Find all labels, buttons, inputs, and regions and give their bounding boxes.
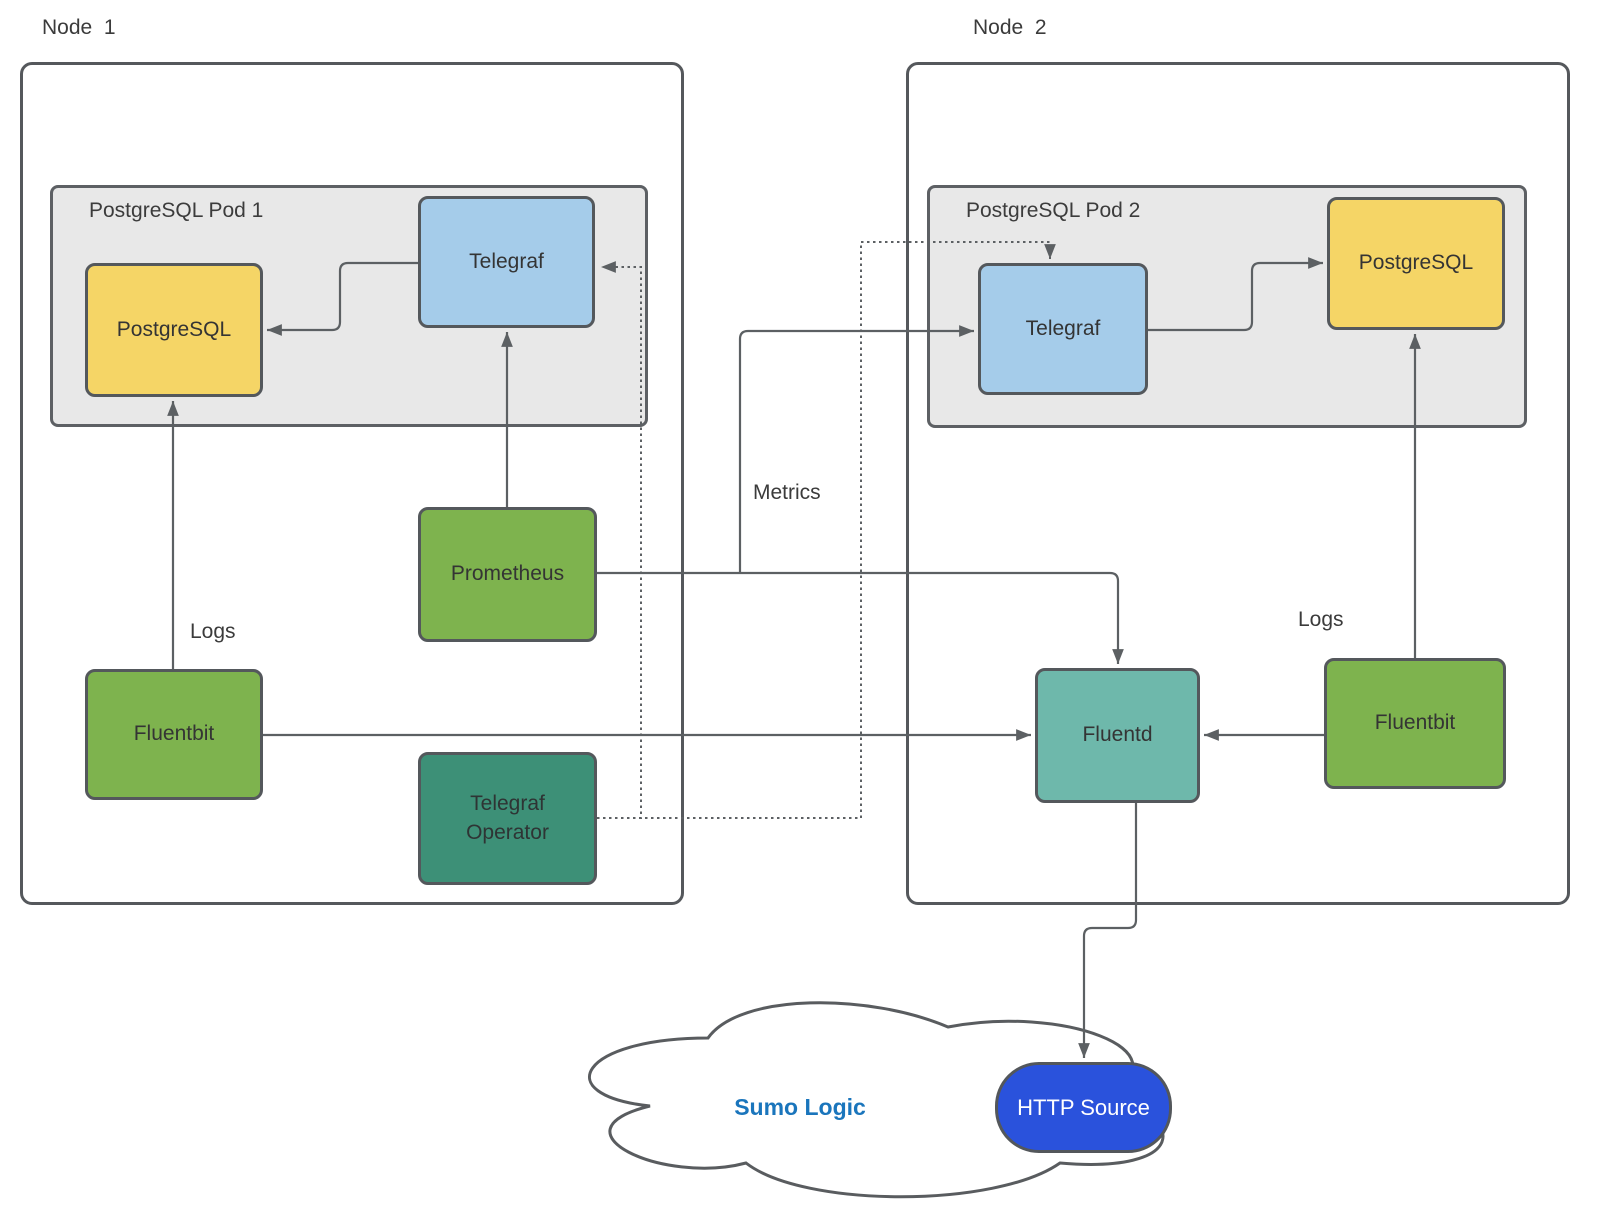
http-source-box-label: HTTP Source [1017,1094,1150,1120]
node2-label: Node 2 [973,16,1047,39]
fluentbit-node1-box: Fluentbit [85,669,263,800]
postgresql-pod1-box: PostgreSQL [85,263,263,397]
logs-label-node2: Logs [1298,608,1344,631]
prometheus-box-label: Prometheus [450,562,565,586]
fluentd-box-label: Fluentd [1082,723,1153,747]
postgresql-pod2-box-label: PostgreSQL [1358,251,1474,275]
telegraf-operator-box-label: Telegraf Operator [466,792,549,844]
telegraf-pod1-box: Telegraf [418,196,595,328]
postgresql-pod1-box-label: PostgreSQL [116,317,232,341]
fluentd-box: Fluentd [1035,668,1200,803]
pod1-title: PostgreSQL Pod 1 [89,199,264,222]
metrics-label: Metrics [753,481,821,504]
prometheus-box: Prometheus [418,507,597,642]
fluentbit-node1-box-label: Fluentbit [133,722,215,746]
sumo-logic-label: Sumo Logic [734,1094,866,1120]
node1-label: Node 1 [42,16,116,39]
fluentbit-node2-box-label: Fluentbit [1374,711,1456,735]
pod2-title: PostgreSQL Pod 2 [966,199,1141,222]
postgresql-pod2-box: PostgreSQL [1327,197,1505,330]
telegraf-pod2-box: Telegraf [978,263,1148,395]
telegraf-operator-box: Telegraf Operator [418,752,597,885]
telegraf-pod1-box-label: Telegraf [469,249,544,273]
logs-label-node1: Logs [190,620,236,643]
fluentbit-node2-box: Fluentbit [1324,658,1506,789]
telegraf-pod2-box-label: Telegraf [1025,316,1101,340]
http-source-box: HTTP Source [995,1062,1172,1153]
